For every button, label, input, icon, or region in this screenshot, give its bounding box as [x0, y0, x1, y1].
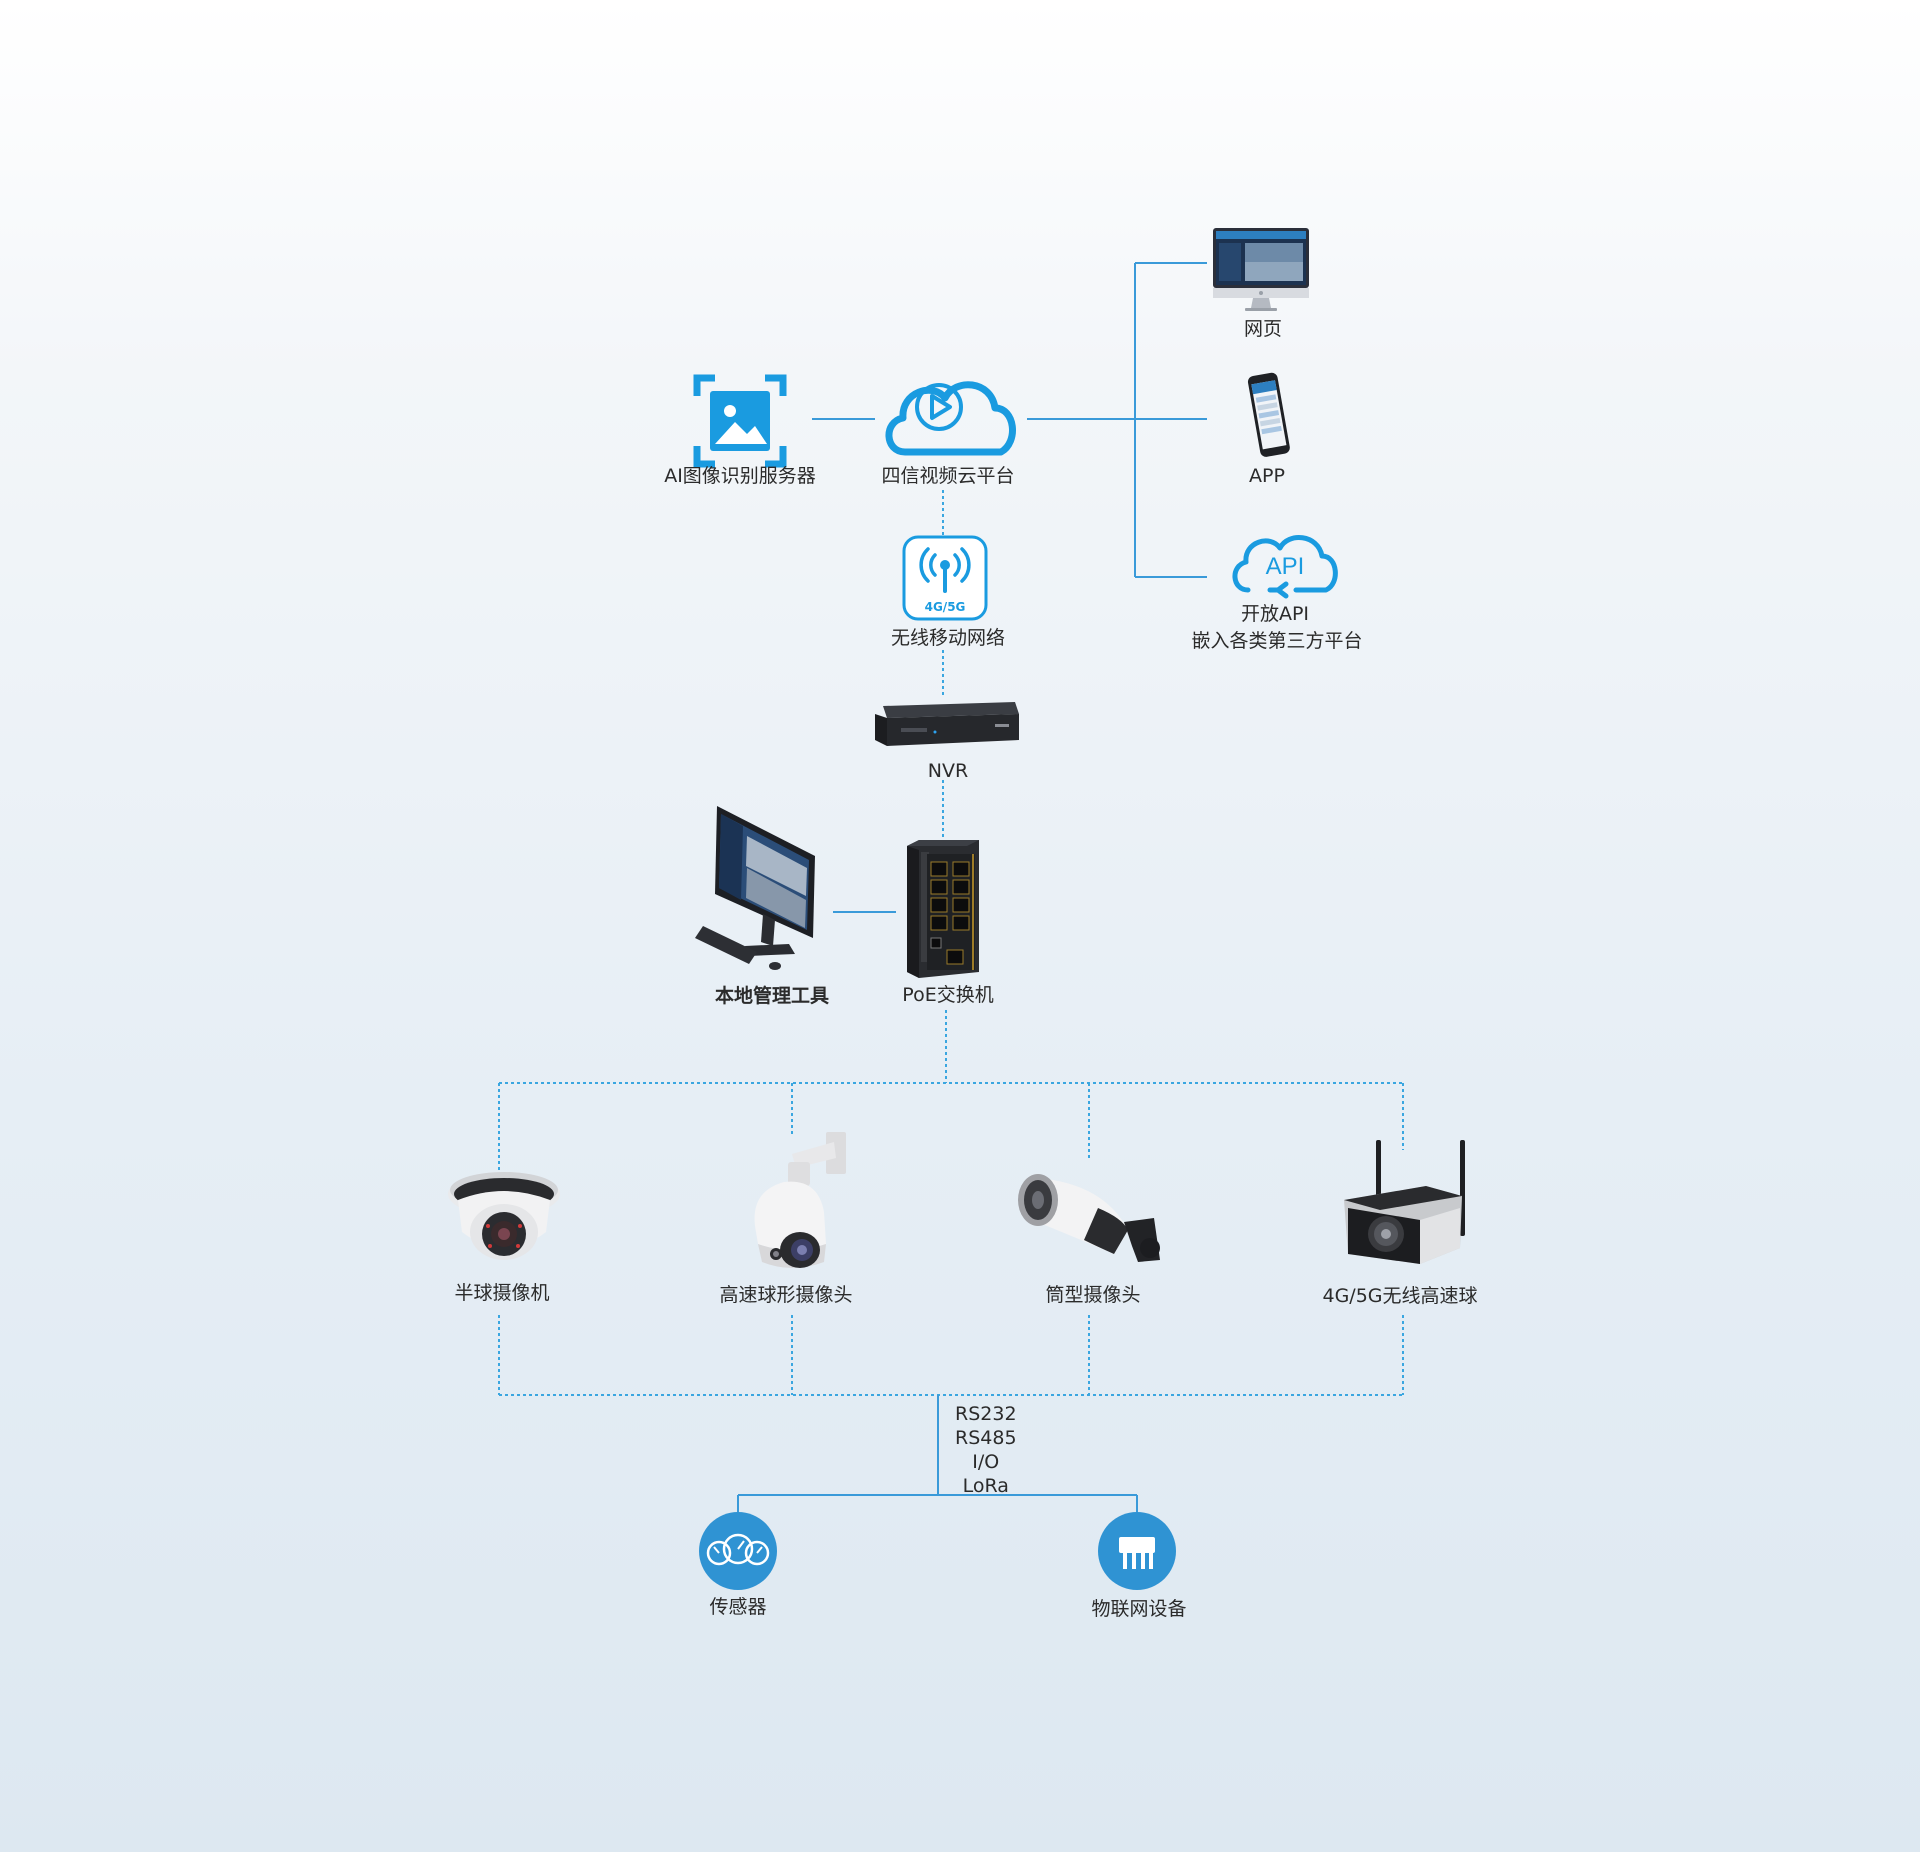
smartphone-icon: [1247, 372, 1290, 457]
ai-server-label: AI图像识别服务器: [664, 465, 816, 487]
wireless-ball-label: 4G/5G无线高速球: [1322, 1285, 1478, 1307]
api-label-line1: 开放API: [1240, 603, 1310, 625]
cloud-play-icon: [885, 381, 1016, 456]
api-label-line2: 嵌入各类第三方平台: [1191, 630, 1363, 652]
interface-io: I/O: [972, 1451, 1000, 1473]
local-tool-label: 本地管理工具: [714, 985, 830, 1007]
interface-list: RS232 RS485 I/O LoRa: [955, 1402, 1017, 1498]
image-frame-icon: [693, 374, 787, 468]
interface-rs485: RS485: [955, 1427, 1017, 1449]
api-icon-text: API: [1266, 553, 1305, 580]
bullet-camera-icon: [1018, 1174, 1160, 1262]
dome-camera-label: 半球摄像机: [454, 1282, 550, 1304]
wireless-4g5g-camera-icon: [1344, 1140, 1465, 1264]
api-cloud-icon: API: [1232, 535, 1338, 599]
sensor-gauge-icon: [699, 1512, 777, 1590]
interface-rs232: RS232: [955, 1403, 1017, 1425]
dome-camera-icon: [448, 1172, 560, 1260]
iot-chip-icon: [1098, 1512, 1176, 1590]
app-label: APP: [1249, 465, 1285, 487]
interface-lora: LoRa: [962, 1475, 1009, 1497]
poe-switch-icon: [907, 840, 979, 978]
wireless-antenna-icon: 4G/5G: [902, 535, 988, 621]
sensor-label: 传感器: [709, 1596, 767, 1618]
nvr-label: NVR: [927, 760, 969, 782]
wireless-badge-text: 4G/5G: [925, 600, 966, 614]
iot-device-label: 物联网设备: [1091, 1598, 1187, 1620]
cloud-platform-label: 四信视频云平台: [881, 465, 1015, 487]
wireless-network-label: 无线移动网络: [890, 627, 1006, 649]
web-label: 网页: [1243, 318, 1283, 340]
nvr-device-icon: [875, 702, 1019, 746]
speed-dome-camera-icon: [754, 1132, 846, 1268]
local-computer-icon: [695, 806, 815, 970]
poe-switch-label: PoE交换机: [902, 984, 994, 1006]
connectors: [498, 262, 1404, 1512]
desktop-monitor-icon: [1213, 228, 1309, 311]
bullet-camera-label: 筒型摄像头: [1045, 1284, 1141, 1306]
speed-dome-label: 高速球形摄像头: [719, 1284, 853, 1306]
